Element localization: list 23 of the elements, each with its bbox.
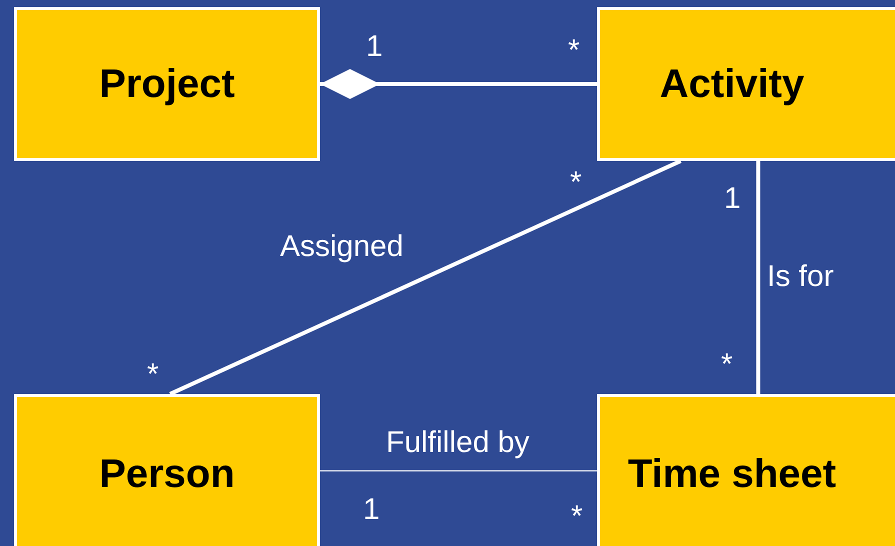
class-box xyxy=(14,7,320,161)
multiplicity-label: 1 xyxy=(724,184,741,214)
class-box xyxy=(597,394,895,546)
class-name: Time sheet xyxy=(628,452,836,496)
class-box xyxy=(14,394,320,546)
multiplicity-label: 1 xyxy=(366,32,383,62)
multiplicity-label: * xyxy=(568,36,580,66)
multiplicity-label: * xyxy=(571,502,583,532)
edge-label: Is for xyxy=(767,262,834,292)
association-line xyxy=(169,159,682,396)
multiplicity-label: * xyxy=(147,360,159,390)
multiplicity-label: 1 xyxy=(363,495,380,525)
association-line xyxy=(756,161,760,394)
multiplicity-label: * xyxy=(570,168,582,198)
multiplicity-label: * xyxy=(721,350,733,380)
composition-line xyxy=(320,69,597,99)
association-line xyxy=(320,470,597,472)
edge-label: Assigned xyxy=(280,232,404,262)
class-name: Person xyxy=(99,452,235,496)
class-box xyxy=(597,7,895,161)
class-name: Project xyxy=(99,62,235,106)
class-name: Activity xyxy=(660,62,804,106)
edge-label: Fulfilled by xyxy=(386,428,530,458)
